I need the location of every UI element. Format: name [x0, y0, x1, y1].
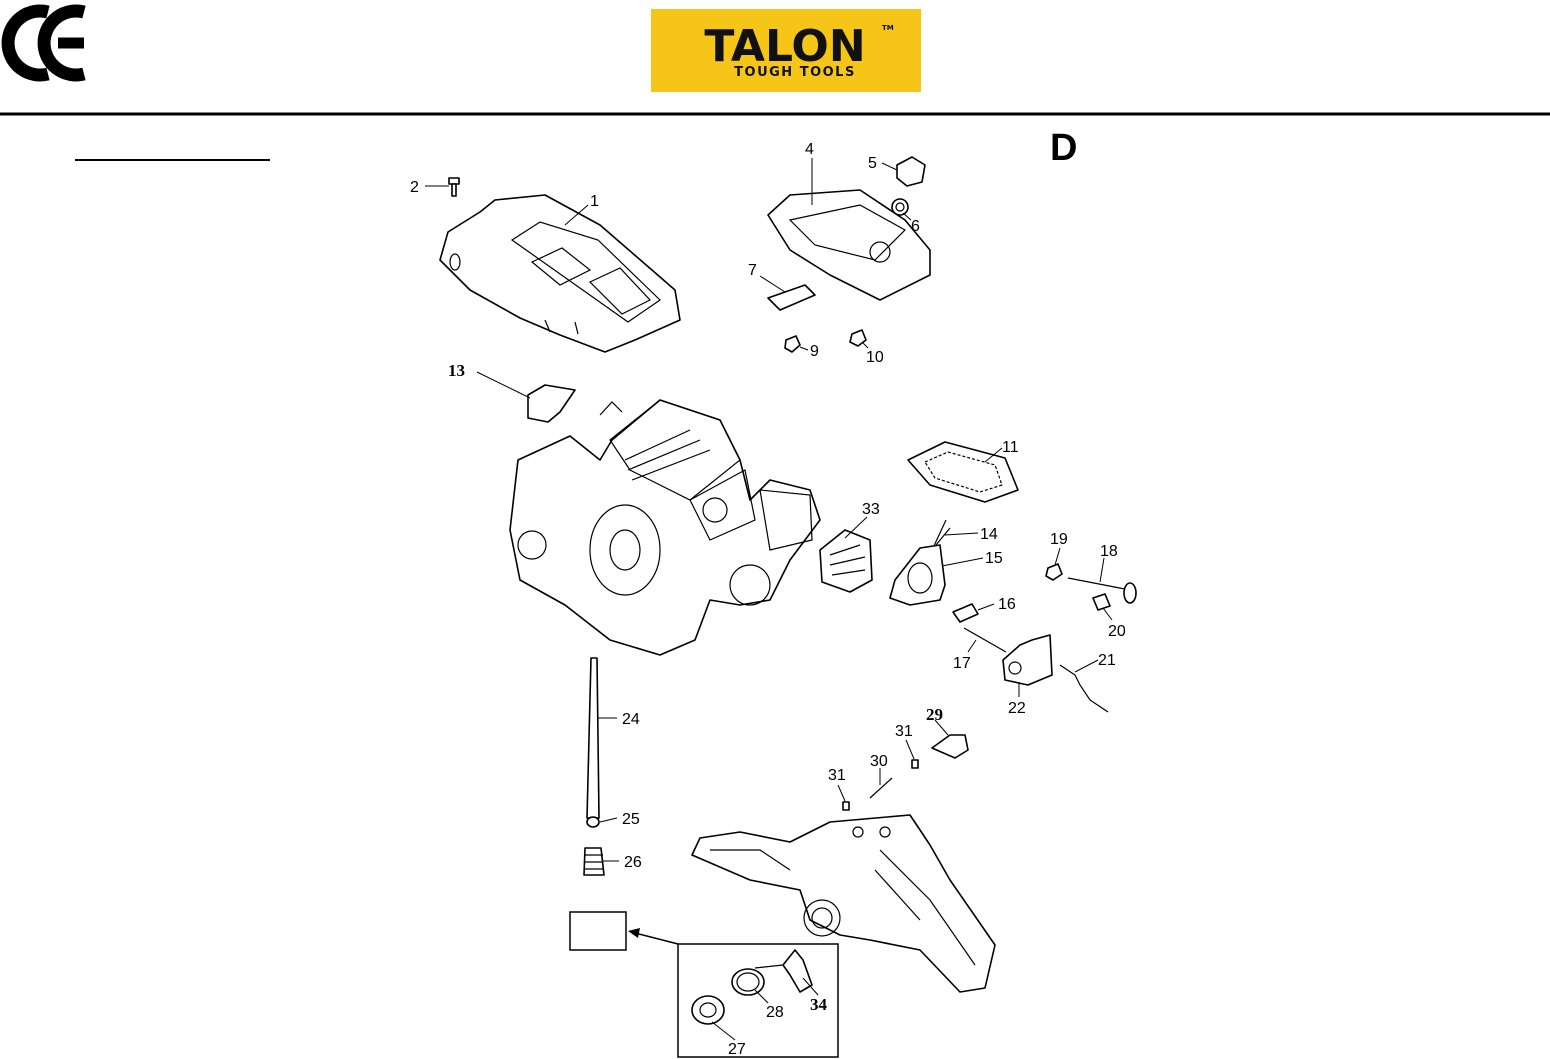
callout-21: 21	[1098, 652, 1116, 669]
part-7-filter	[767, 284, 816, 311]
callout-27: 27	[728, 1041, 746, 1058]
part-18-shaft	[1067, 577, 1137, 604]
part-34-strap	[754, 949, 813, 993]
callout-30: 30	[870, 753, 888, 770]
callout-22: 22	[1008, 700, 1026, 717]
callout-14: 14	[980, 526, 998, 543]
callout-18: 18	[1100, 543, 1118, 560]
ce-mark-icon	[1, 4, 86, 82]
callout-34: 34	[810, 995, 828, 1014]
part-19-nut	[1045, 563, 1063, 581]
callout-6: 6	[911, 218, 920, 235]
part-13-bracket	[527, 384, 576, 423]
talon-logo: TALON TM TOUGH TOOLS	[651, 9, 921, 92]
brand-trademark: TM	[882, 24, 894, 32]
part-2-screw	[448, 177, 460, 197]
part-20-block	[1092, 593, 1111, 611]
callout-9: 9	[810, 343, 819, 360]
callout-labels: 2 1 4 5 6 7 9 10 13 11 33 14 15 19 18 16…	[410, 141, 1126, 1058]
part-16-block	[952, 603, 979, 623]
callout-7: 7	[748, 262, 757, 279]
callout-25: 25	[622, 811, 640, 828]
callout-1: 1	[590, 193, 599, 210]
part-30-pin	[869, 777, 893, 799]
callout-20: 20	[1108, 623, 1126, 640]
part-6-washer	[891, 198, 909, 216]
callout-15: 15	[985, 550, 1003, 567]
part-31a-screw	[911, 759, 919, 769]
callout-29: 29	[926, 705, 943, 724]
part-29-plug	[931, 734, 969, 759]
callout-33: 33	[862, 501, 880, 518]
callout-16: 16	[998, 596, 1016, 613]
part-22-bracket	[1002, 634, 1053, 686]
part-28-gasket	[731, 968, 765, 996]
callout-5: 5	[868, 155, 877, 172]
part-17-rod	[963, 627, 1007, 653]
part-1-top-cover	[439, 194, 681, 353]
part-27-cap	[691, 995, 725, 1025]
part-24-tube	[586, 657, 600, 819]
callout-4: 4	[805, 141, 814, 158]
callout-31a: 31	[895, 723, 913, 740]
brand-name: TALON	[704, 21, 865, 72]
callout-28: 28	[766, 1004, 784, 1021]
part-25-grommet	[586, 816, 600, 828]
callout-10: 10	[866, 349, 884, 366]
callout-2: 2	[410, 179, 419, 196]
callout-17: 17	[953, 655, 971, 672]
part-31b-screw	[842, 801, 850, 811]
callout-11: 11	[1002, 439, 1019, 456]
handle-assembly	[691, 814, 996, 993]
part-14-spring	[932, 519, 951, 549]
callout-19: 19	[1050, 531, 1068, 548]
callout-13: 13	[448, 361, 465, 380]
part-9-nut	[784, 335, 801, 353]
arrow-icon	[628, 928, 679, 945]
callout-26: 26	[624, 854, 642, 871]
part-4-filter-cover	[767, 189, 931, 301]
part-33-carburetor	[819, 529, 873, 593]
brand-tagline: TOUGH TOOLS	[734, 65, 856, 80]
leader-lines	[425, 158, 1113, 1041]
callout-24: 24	[622, 711, 640, 728]
part-26-filter	[583, 847, 605, 876]
part-5-knob	[896, 156, 926, 187]
part-15-intake	[889, 544, 946, 606]
engine-assembly	[509, 399, 821, 656]
section-letter: D	[1050, 127, 1077, 169]
part-21-wire	[1059, 664, 1109, 713]
callout-31b: 31	[828, 767, 846, 784]
